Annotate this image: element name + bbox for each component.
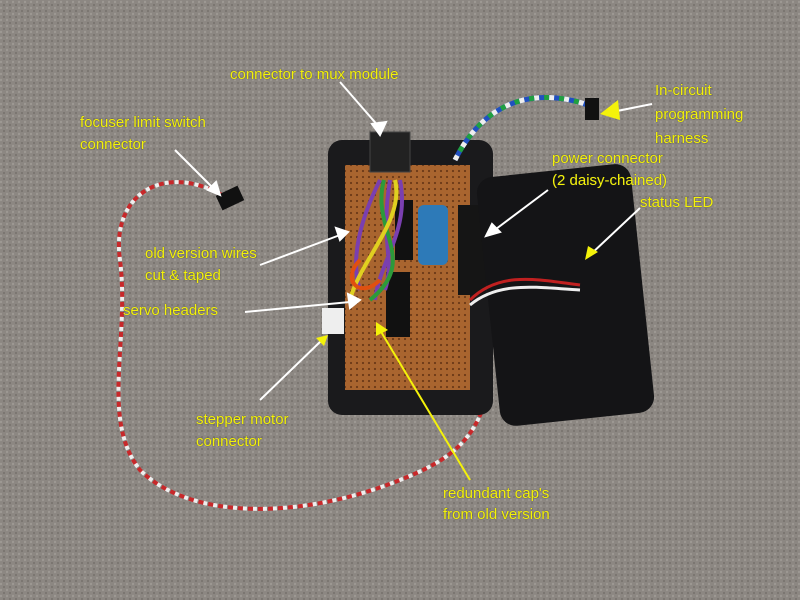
label-icp-line2: programming (655, 106, 744, 123)
mux-connector (369, 131, 411, 173)
label-oldwires-line2: cut & taped (145, 267, 221, 284)
annotation-arrows (174, 81, 653, 481)
label-icp-line3: harness (655, 130, 709, 147)
label-power-line1: power connector (552, 150, 663, 167)
led-wire (468, 277, 581, 302)
ic-chip (386, 272, 410, 337)
focuser-connector (215, 185, 245, 211)
label-stepper-line2: connector (196, 433, 262, 450)
label-mux-connector: connector to mux module (230, 66, 399, 83)
label-servo-headers: servo headers (123, 302, 219, 319)
label-stepper-line1: stepper motor (196, 411, 289, 428)
capacitor (418, 205, 448, 265)
label-focuser-line2: connector (80, 136, 146, 153)
stepper-header (322, 308, 344, 334)
label-icp-line1: In-circuit (655, 82, 712, 99)
enclosure-lid (476, 164, 655, 426)
label-caps-line1: redundant cap's (443, 485, 550, 502)
label-oldwires-line1: old version wires (145, 245, 257, 262)
label-focuser-line1: focuser limit switch (80, 114, 206, 131)
label-status-led: status LED (640, 194, 714, 211)
label-power-line2: (2 daisy-chained) (552, 172, 668, 189)
label-caps-line2: from old version (443, 506, 550, 523)
